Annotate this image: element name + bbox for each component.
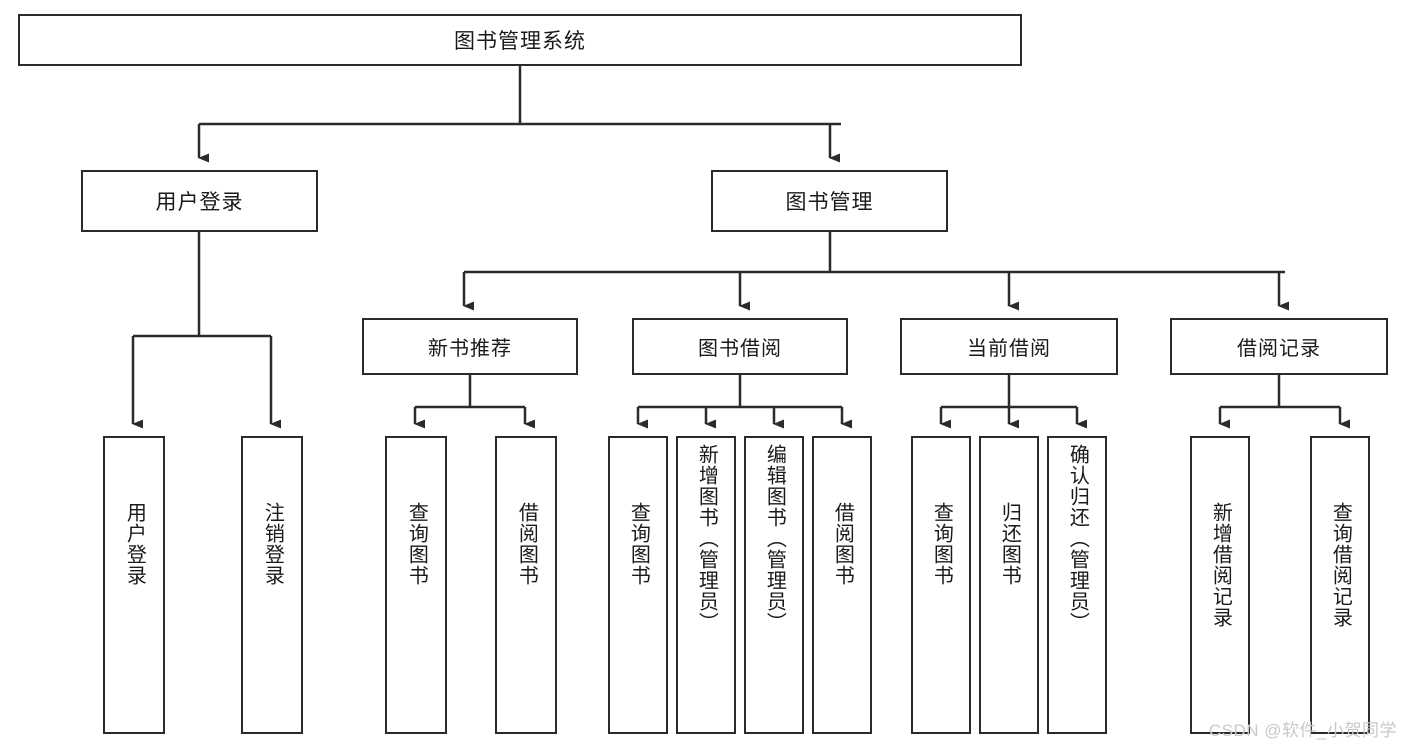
leaf-borrow-book-1-label: 借阅图书 <box>515 502 538 586</box>
leaf-user-login[interactable]: 用户登录 <box>103 436 165 734</box>
leaf-user-login-label: 用户登录 <box>123 502 146 586</box>
node-current-borrow[interactable]: 当前借阅 <box>900 318 1118 375</box>
node-book-borrow-label: 图书借阅 <box>698 338 782 360</box>
node-new-book-recommend[interactable]: 新书推荐 <box>362 318 578 375</box>
leaf-borrow-book-2[interactable]: 借阅图书 <box>812 436 872 734</box>
node-root-system[interactable]: 图书管理系统 <box>18 14 1022 66</box>
node-root-label: 图书管理系统 <box>454 30 586 53</box>
leaf-query-record[interactable]: 查询借阅记录 <box>1310 436 1370 734</box>
node-current-borrow-label: 当前借阅 <box>967 338 1051 360</box>
leaf-confirm-return[interactable]: 确认归还（管理员） <box>1047 436 1107 734</box>
leaf-return-book-label: 归还图书 <box>998 502 1021 586</box>
leaf-logout-login[interactable]: 注销登录 <box>241 436 303 734</box>
node-borrow-record[interactable]: 借阅记录 <box>1170 318 1388 375</box>
leaf-query-book-3[interactable]: 查询图书 <box>911 436 971 734</box>
leaf-query-book-3-label: 查询图书 <box>930 502 953 586</box>
leaf-query-book-1[interactable]: 查询图书 <box>385 436 447 734</box>
leaf-confirm-return-label: 确认归还（管理员） <box>1066 444 1089 633</box>
leaf-add-book[interactable]: 新增图书（管理员） <box>676 436 736 734</box>
node-book-borrow[interactable]: 图书借阅 <box>632 318 848 375</box>
leaf-query-book-2[interactable]: 查询图书 <box>608 436 668 734</box>
node-user-login-label: 用户登录 <box>155 191 244 214</box>
node-new-book-recommend-label: 新书推荐 <box>428 338 512 360</box>
node-user-login[interactable]: 用户登录 <box>81 170 318 232</box>
leaf-return-book[interactable]: 归还图书 <box>979 436 1039 734</box>
node-book-manage[interactable]: 图书管理 <box>711 170 948 232</box>
leaf-edit-book[interactable]: 编辑图书（管理员） <box>744 436 804 734</box>
node-book-manage-label: 图书管理 <box>785 191 874 214</box>
leaf-query-book-1-label: 查询图书 <box>405 502 428 586</box>
leaf-query-record-label: 查询借阅记录 <box>1329 502 1352 628</box>
leaf-edit-book-label: 编辑图书（管理员） <box>763 444 786 633</box>
leaf-borrow-book-1[interactable]: 借阅图书 <box>495 436 557 734</box>
csdn-watermark: CSDN @软件_小贺同学 <box>1208 721 1397 740</box>
leaf-add-record[interactable]: 新增借阅记录 <box>1190 436 1250 734</box>
leaf-query-book-2-label: 查询图书 <box>627 502 650 586</box>
leaf-add-book-label: 新增图书（管理员） <box>695 444 718 633</box>
node-borrow-record-label: 借阅记录 <box>1237 338 1321 360</box>
leaf-borrow-book-2-label: 借阅图书 <box>831 502 854 586</box>
leaf-logout-login-label: 注销登录 <box>261 502 284 586</box>
leaf-add-record-label: 新增借阅记录 <box>1209 502 1232 628</box>
